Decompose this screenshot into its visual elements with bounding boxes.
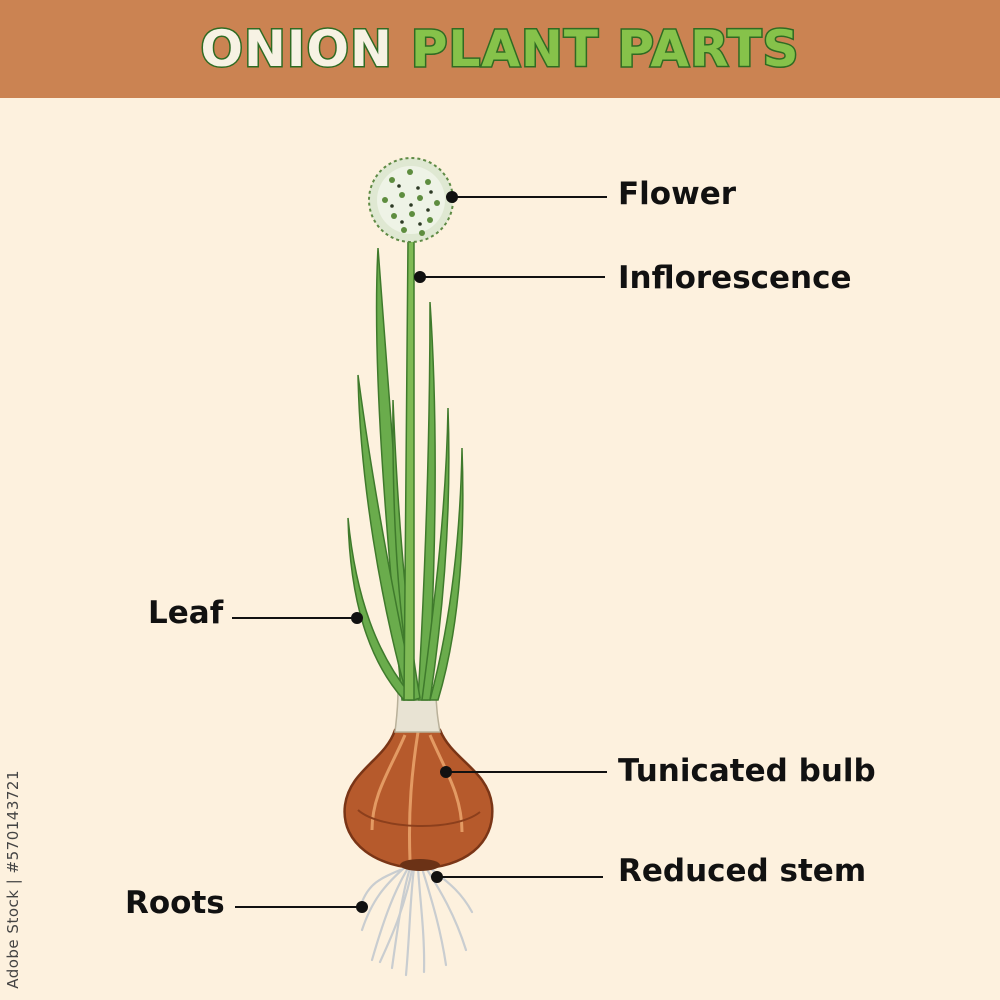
flower-head-illustration [368, 157, 454, 243]
roots-illustration [360, 866, 474, 977]
title-word-onion: ONION [199, 19, 393, 80]
leader-leaf-dot [351, 612, 363, 624]
leader-inflorescence-dot [414, 271, 426, 283]
stock-id-watermark: Adobe Stock | #570143721 [4, 770, 22, 989]
bulb-illustration [343, 719, 494, 871]
leader-flower-dot [446, 191, 458, 203]
inflorescence-stalk [403, 239, 415, 701]
label-tunicated-bulb: Tunicated bulb [618, 753, 876, 789]
leader-roots-dot [356, 901, 368, 913]
label-reduced-stem: Reduced stem [618, 853, 867, 889]
leader-reduced-stem-dot [431, 871, 443, 883]
diagram-title: ONION PLANT PARTS [0, 0, 1000, 98]
label-roots: Roots [125, 885, 225, 921]
leader-tunicated-bulb-dot [440, 766, 452, 778]
leaves-illustration [347, 247, 464, 702]
title-banner [0, 0, 1000, 98]
title-word-plant-parts: PLANT PARTS [409, 19, 800, 80]
label-inflorescence: Inflorescence [618, 260, 852, 296]
leader-lines [232, 191, 607, 913]
label-flower: Flower [618, 176, 737, 212]
label-leaf: Leaf [148, 595, 224, 631]
